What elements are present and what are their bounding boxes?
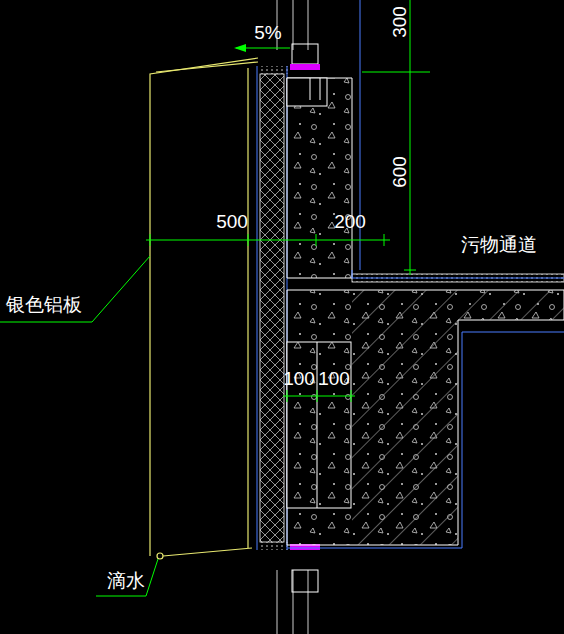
dimension: 200 [334,212,366,231]
dimension: 100 [318,369,350,388]
slope-label: 5% [254,23,281,42]
dimension: 500 [216,212,248,231]
drip-label: 滴水 [107,571,145,590]
area-label: 污物通道 [461,235,537,254]
material-label: 银色铝板 [6,295,82,314]
dimension: 600 [390,156,409,188]
dimension: 100 [283,369,315,388]
dimension: 300 [390,6,409,38]
